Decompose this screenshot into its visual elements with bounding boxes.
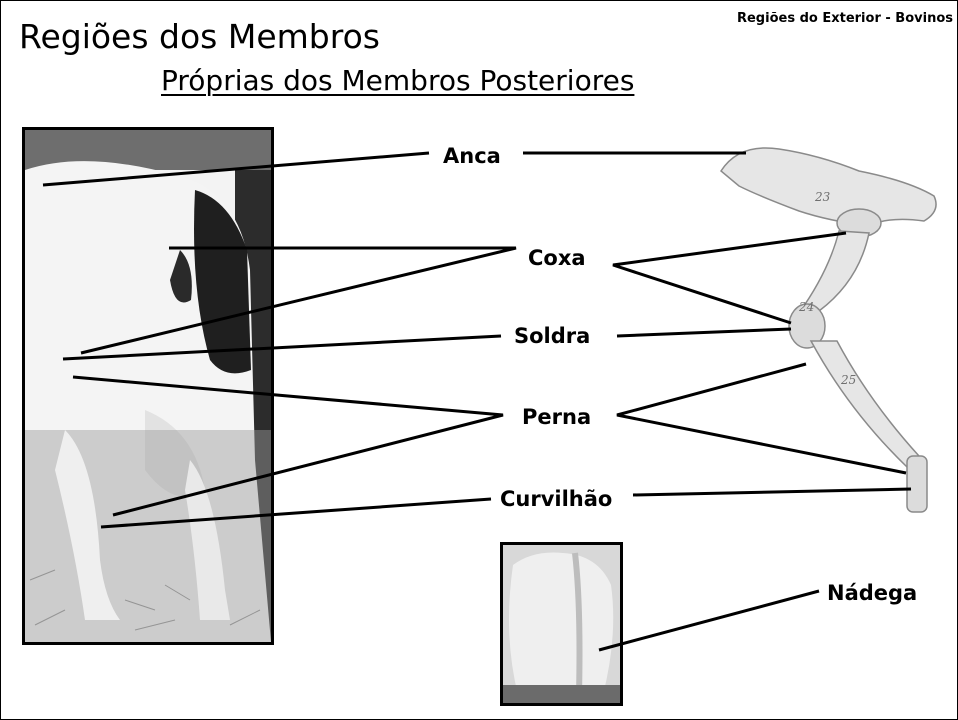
label-coxa: Coxa: [528, 246, 586, 270]
label-anca: Anca: [443, 144, 501, 168]
bone-number: 25: [840, 373, 856, 387]
leader-line-soldra: [616, 327, 792, 338]
leader-line-anca: [42, 151, 430, 187]
label-curvilhao: Curvilhão: [500, 487, 613, 511]
slide-title: Regiões dos Membros: [19, 17, 380, 56]
label-soldra: Soldra: [514, 324, 591, 348]
label-nadega: Nádega: [827, 581, 918, 605]
bone-number: 23: [814, 190, 831, 204]
bone-number: 24: [798, 300, 814, 314]
buttock-photo-drawing: [503, 545, 620, 703]
hindlimb-skeleton-illustration: 23 24 25: [719, 141, 941, 519]
leader-line-perna: [72, 375, 504, 517]
leader-line-curvilhao: [100, 497, 492, 529]
corner-label: Regiões do Exterior - Bovinos: [736, 11, 953, 26]
leader-line-perna: [616, 362, 907, 475]
cow-hindquarter-photo: [22, 127, 274, 645]
leader-line-nadega: [598, 589, 820, 652]
skeleton-drawing: 23 24 25: [720, 147, 937, 513]
cow-buttock-photo: [500, 542, 623, 706]
slide-subtitle: Próprias dos Membros Posteriores: [161, 64, 635, 97]
leader-line-soldra: [62, 334, 502, 361]
leader-line-coxa: [80, 246, 517, 355]
label-perna: Perna: [522, 405, 592, 429]
cow-photo-drawing: [25, 130, 271, 642]
leader-line-curvilhao: [632, 487, 912, 497]
leader-line-coxa: [612, 231, 847, 325]
